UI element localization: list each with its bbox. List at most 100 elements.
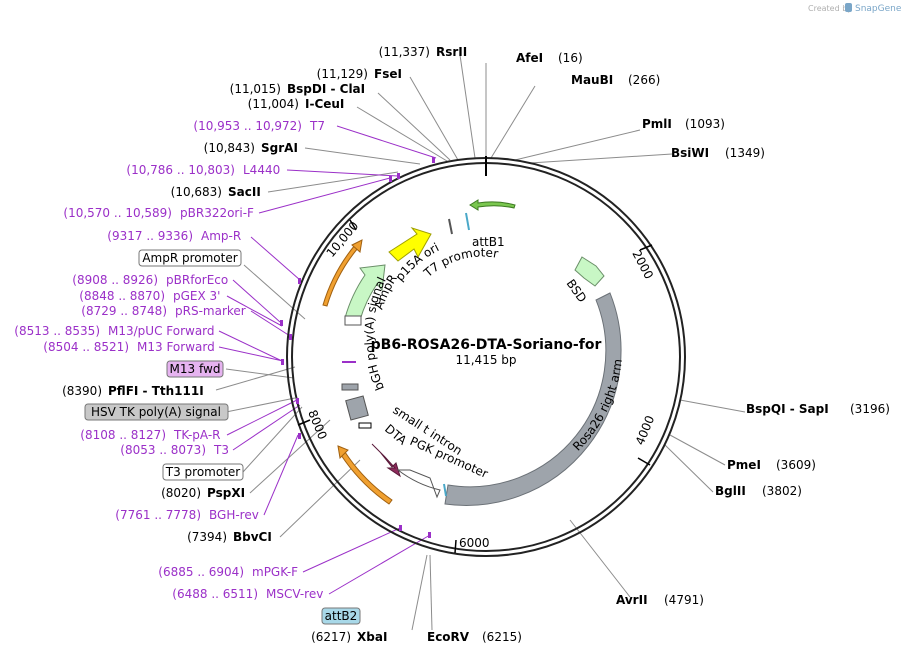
site-bglii-pos: (3802) [762, 484, 802, 498]
primer-m13-puc-forward-name: M13/pUC Forward [108, 324, 215, 338]
primer-pbr322ori-f-pos: (10,570 .. 10,589) [63, 206, 172, 220]
plasmid-length: 11,415 bp [455, 353, 516, 367]
primer-mscv-rev-pos: (6488 .. 6511) [172, 587, 258, 601]
tick-label-4000: 4000 [633, 414, 657, 448]
site-sgrai-name: SgrAI [261, 141, 298, 155]
hsv-tk-polya-box [84, 403, 229, 421]
primer-pbrforeco-pos: (8908 .. 8926) [72, 273, 158, 287]
plasmid-name: pB6-ROSA26-DTA-Soriano-for [371, 337, 602, 353]
primer-pgex-3-pos: (8848 .. 8870) [79, 289, 165, 303]
primer-prs-marker-pos: (8729 .. 8748) [81, 304, 167, 318]
tk-box-feature [358, 422, 372, 429]
primer-mscv-rev-name: MSCV-rev [266, 587, 323, 601]
site-maubi-pos: (266) [628, 73, 660, 87]
primer-mpgk-f-pos: (6885 .. 6904) [158, 565, 244, 579]
site-pflfi-tth111i-name: PflFI - Tth111I [108, 384, 204, 398]
t3-promoter-box [162, 463, 244, 481]
attb1-mark-1 [448, 218, 453, 235]
site-afei-pos: (16) [558, 51, 583, 65]
site-bbvci-pos: (7394) [187, 530, 227, 544]
tick-label-6000: 6000 [459, 536, 490, 550]
m13-fwd-box [166, 360, 224, 378]
rosa26-label: Rosa26 right arm [570, 358, 625, 453]
pgk-promoter-feature [396, 469, 441, 499]
tick-mark-6000 [454, 539, 457, 554]
site-i-ceui-pos: (11,004) [248, 97, 299, 111]
site-pflfi-tth111i-pos: (8390) [62, 384, 102, 398]
tick-mark-4000 [637, 457, 651, 466]
primer-bgh-rev-pos: (7761 .. 7778) [115, 508, 201, 522]
primer-t3-pos: (8053 .. 8073) [120, 443, 206, 457]
primer-t7-name: T7 [309, 119, 325, 133]
site-pspxi-pos: (8020) [161, 486, 201, 500]
ori-arc-top-head [351, 239, 363, 253]
t3-promoter-box-label: T3 promoter [165, 465, 241, 479]
site-xbai-name: XbaI [357, 630, 387, 644]
site-bsiwi-pos: (1349) [725, 146, 765, 160]
attb1-mark-2 [465, 212, 470, 231]
primer-pgex-3-name: pGEX 3' [173, 289, 220, 303]
site-rsrii-pos: (11,337) [379, 45, 430, 59]
primer-l4440-pos: (10,786 .. 10,803) [126, 163, 235, 177]
m13-fwd-box-label: M13 fwd [170, 362, 221, 376]
leader-lines [215, 54, 746, 631]
dta-feature [371, 443, 401, 478]
rosa26-right-arm [444, 292, 622, 506]
site-bspqi-sapi-pos: (3196) [850, 402, 890, 416]
site-bbvci-name: BbvCI [233, 530, 272, 544]
site-avrii-pos: (4791) [664, 593, 704, 607]
primer-mpgk-f-name: mPGK-F [252, 565, 298, 579]
primer-pbr322ori-f-name: pBR322ori-F [180, 206, 254, 220]
hsv-tk-polya-box-label: HSV TK poly(A) signal [91, 405, 221, 419]
ampr-promoter-box [138, 249, 242, 267]
site-bglii-name: BglII [715, 484, 746, 498]
site-bspdi-clai-pos: (11,015) [230, 82, 281, 96]
primer-pbrforeco-name: pBRforEco [166, 273, 228, 287]
site-pmli-pos: (1093) [685, 117, 725, 131]
primer-amp-r-name: Amp-R [201, 229, 241, 243]
site-avrii-name: AvrII [616, 593, 648, 607]
tick-mark-8000 [297, 419, 311, 426]
hsv-tk-feature [341, 383, 359, 391]
attb2-box [321, 607, 361, 625]
tick-mark-10000 [349, 219, 357, 231]
t7-box-feature [344, 315, 362, 326]
attb2-mark [443, 483, 447, 497]
primer-m13-forward-name: M13 Forward [137, 340, 215, 354]
tick-label-2000: 2000 [629, 248, 656, 282]
site-bspdi-clai-name: BspDI - ClaI [287, 82, 365, 96]
primer-m13-puc-forward-pos: (8513 .. 8535) [14, 324, 100, 338]
site-bspqi-sapi-name: BspQI - SapI [746, 402, 829, 416]
site-sacii-pos: (10,683) [171, 185, 222, 199]
primer-bgh-rev-name: BGH-rev [209, 508, 259, 522]
primer-t7-pos: (10,953 .. 10,972) [193, 119, 302, 133]
site-ecorv-name: EcoRV [427, 630, 470, 644]
snapgene-logo-icon [845, 3, 852, 12]
attb1-arrow [469, 199, 516, 211]
small-t-intron-feature [345, 395, 369, 421]
ampr-promoter-box-label: AmpR promoter [142, 251, 237, 265]
site-sacii-name: SacII [228, 185, 261, 199]
site-maubi-name: MauBI [571, 73, 613, 87]
tick-label-10000: 10,000 [324, 219, 362, 260]
site-pmei-name: PmeI [727, 458, 761, 472]
site-i-ceui-name: I-CeuI [305, 97, 344, 111]
credit-brand: SnapGene [855, 4, 902, 14]
attb1-label: attB1 [472, 235, 505, 249]
primer-tk-pa-r-name: TK-pA-R [173, 428, 221, 442]
credit-prefix: Created by [808, 4, 852, 13]
bsd-feature [574, 256, 605, 287]
site-xbai-pos: (6217) [311, 630, 351, 644]
site-ecorv-pos: (6215) [482, 630, 522, 644]
primer-m13-forward-pos: (8504 .. 8521) [43, 340, 129, 354]
site-sgrai-pos: (10,843) [204, 141, 255, 155]
ampr-feature [344, 264, 386, 321]
site-pspxi-name: PspXI [207, 486, 245, 500]
p15a-ori-feature [388, 227, 432, 262]
bsd-label: BSD [564, 277, 590, 305]
primer-amp-r-pos: (9317 .. 9336) [107, 229, 193, 243]
site-afei-name: AfeI [516, 51, 543, 65]
primer-l4440-name: L4440 [243, 163, 280, 177]
site-fsei-name: FseI [374, 67, 402, 81]
